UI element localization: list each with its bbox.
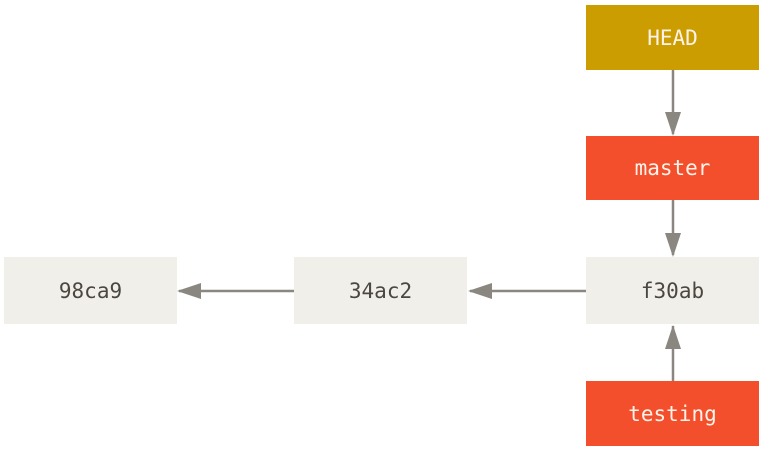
commit-34ac2-label: 34ac2 [348, 278, 413, 303]
head-pointer: HEAD [586, 5, 759, 70]
branch-testing-label: testing [628, 401, 717, 426]
branch-master: master [586, 136, 759, 200]
commit-f30ab-label: f30ab [640, 278, 705, 303]
branch-master-label: master [634, 156, 711, 180]
head-label: HEAD [647, 25, 698, 50]
commit-98ca9-label: 98ca9 [58, 278, 123, 303]
commit-f30ab: f30ab [586, 257, 759, 324]
commit-98ca9: 98ca9 [4, 257, 177, 324]
branch-testing: testing [586, 381, 759, 446]
commit-34ac2: 34ac2 [294, 257, 467, 324]
